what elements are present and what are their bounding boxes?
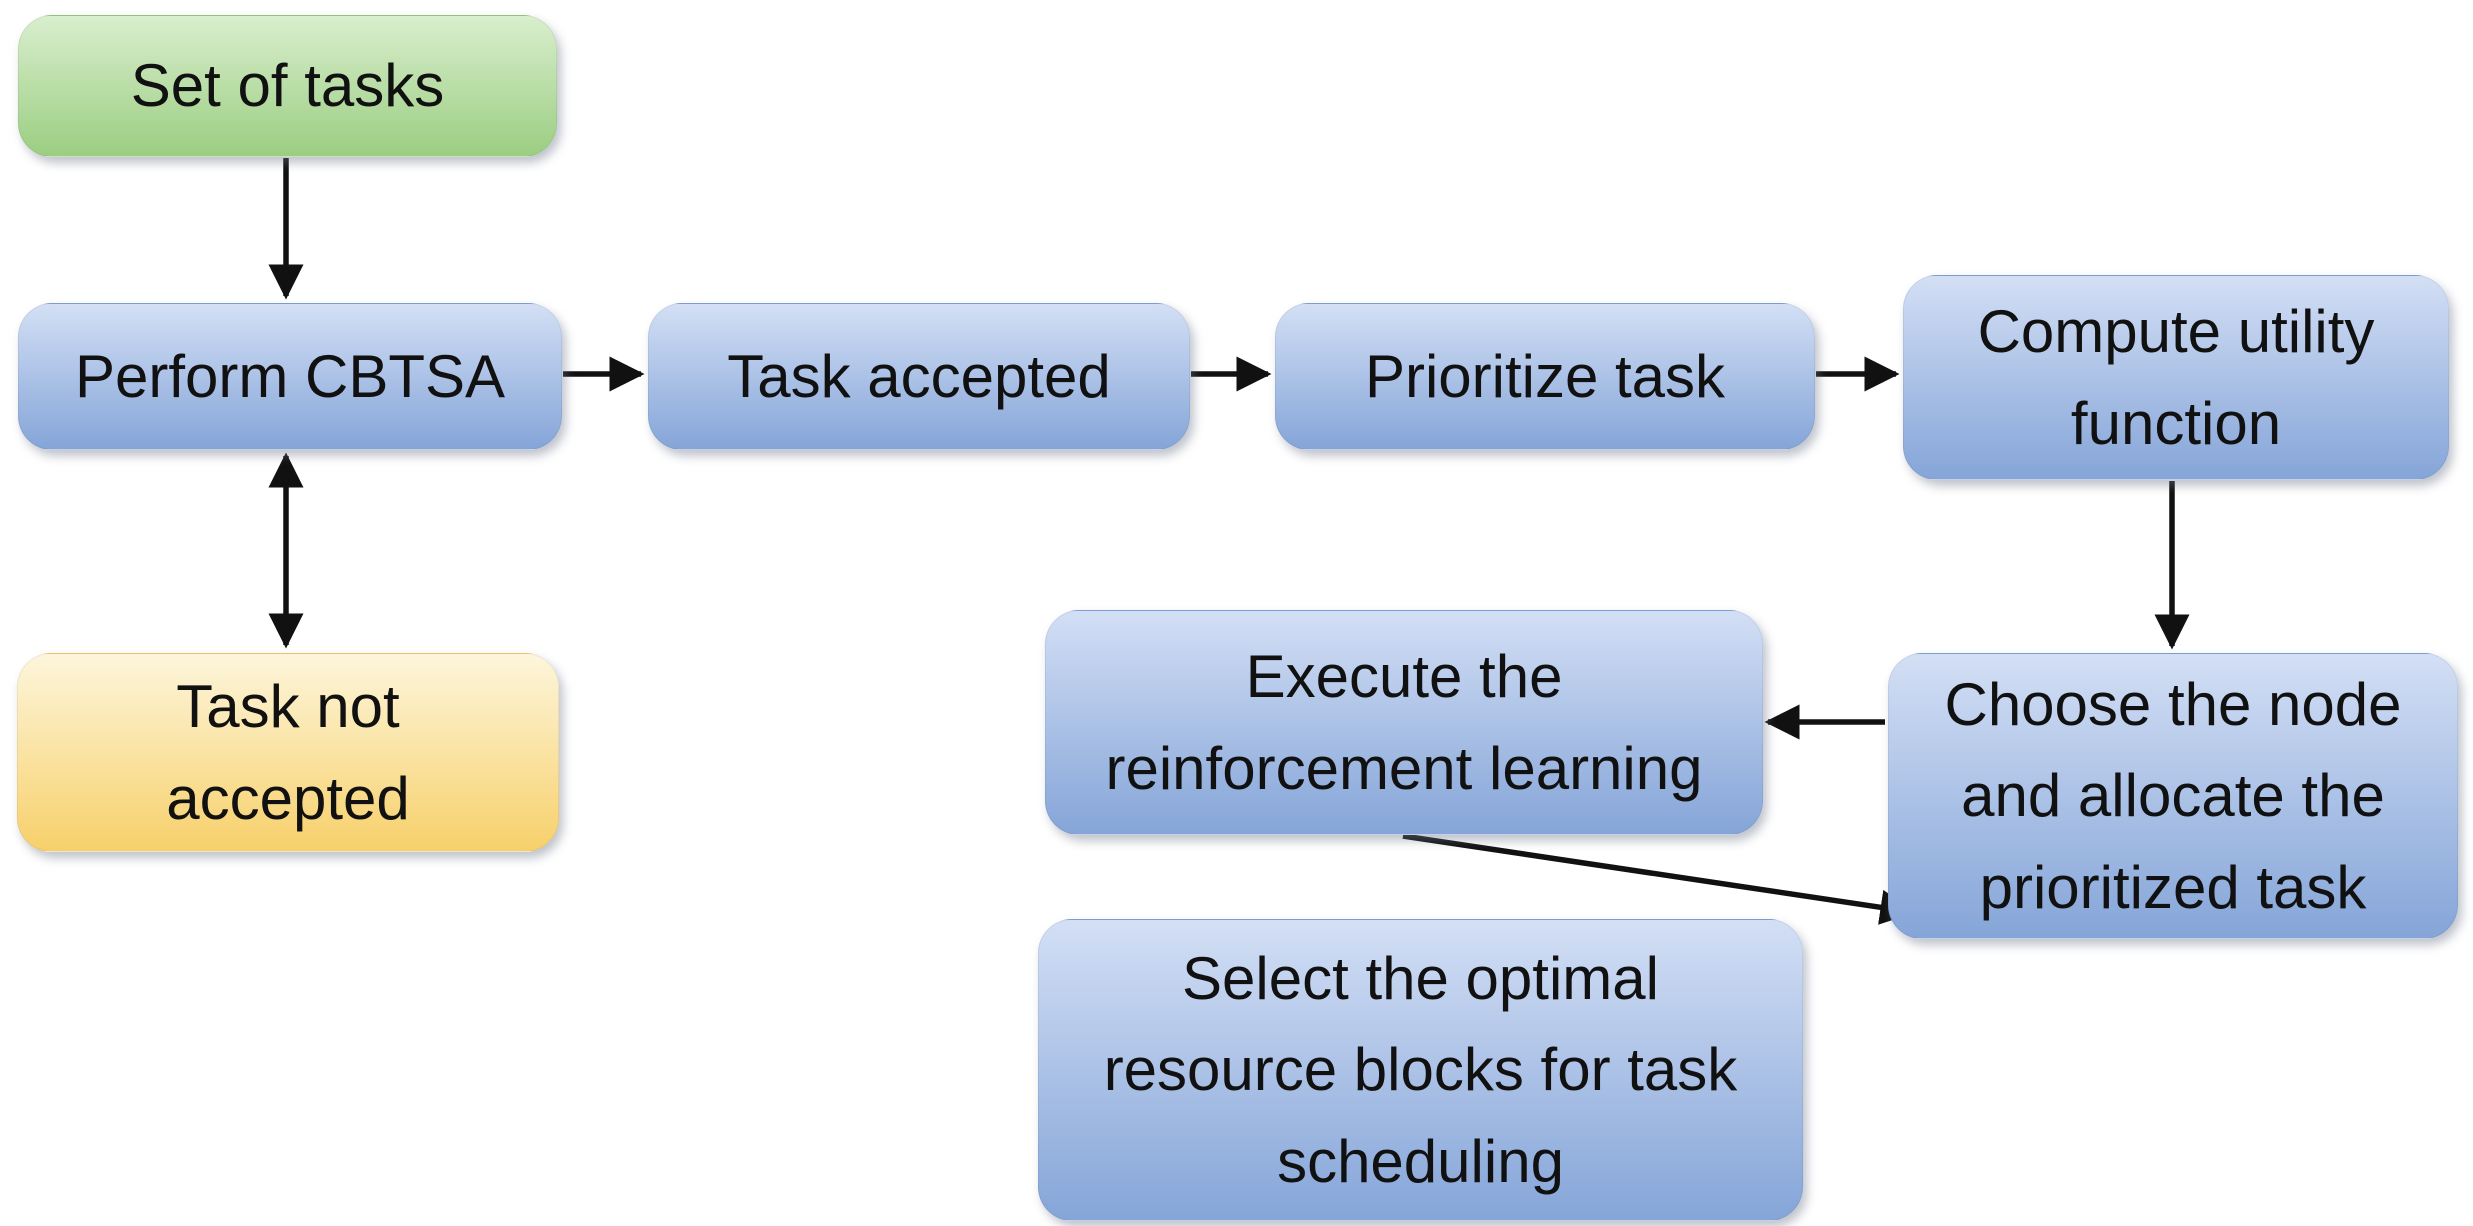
node-perform-cbtsa-label: Perform CBTSA bbox=[74, 342, 506, 410]
node-compute-utility-function: Compute utility function bbox=[1903, 275, 2449, 480]
node-set-of-tasks: Set of tasks bbox=[18, 15, 557, 157]
arrow-execute-rl-to-select-blocks bbox=[1402, 833, 1916, 925]
node-execute-reinforcement-learning: Execute the reinforcement learning bbox=[1045, 610, 1763, 835]
node-execute-reinforcement-learning-label: Execute the reinforcement learning bbox=[1105, 643, 1703, 802]
node-set-of-tasks-label: Set of tasks bbox=[130, 52, 445, 120]
node-task-accepted: Task accepted bbox=[648, 303, 1190, 450]
node-choose-node-allocate-task-label: Choose the node and allocate the priorit… bbox=[1944, 671, 2402, 921]
node-task-accepted-label: Task accepted bbox=[727, 342, 1111, 410]
node-prioritize-task: Prioritize task bbox=[1275, 303, 1815, 450]
node-task-not-accepted-label: Task not accepted bbox=[166, 673, 410, 832]
node-prioritize-task-label: Prioritize task bbox=[1364, 342, 1726, 410]
node-select-optimal-resource-blocks-label: Select the optimal resource blocks for t… bbox=[1103, 945, 1738, 1195]
node-compute-utility-function-label: Compute utility function bbox=[1977, 298, 2375, 457]
node-choose-node-allocate-task: Choose the node and allocate the priorit… bbox=[1888, 653, 2458, 939]
node-task-not-accepted: Task not accepted bbox=[17, 653, 559, 852]
node-select-optimal-resource-blocks: Select the optimal resource blocks for t… bbox=[1038, 919, 1803, 1221]
node-perform-cbtsa: Perform CBTSA bbox=[18, 303, 562, 450]
